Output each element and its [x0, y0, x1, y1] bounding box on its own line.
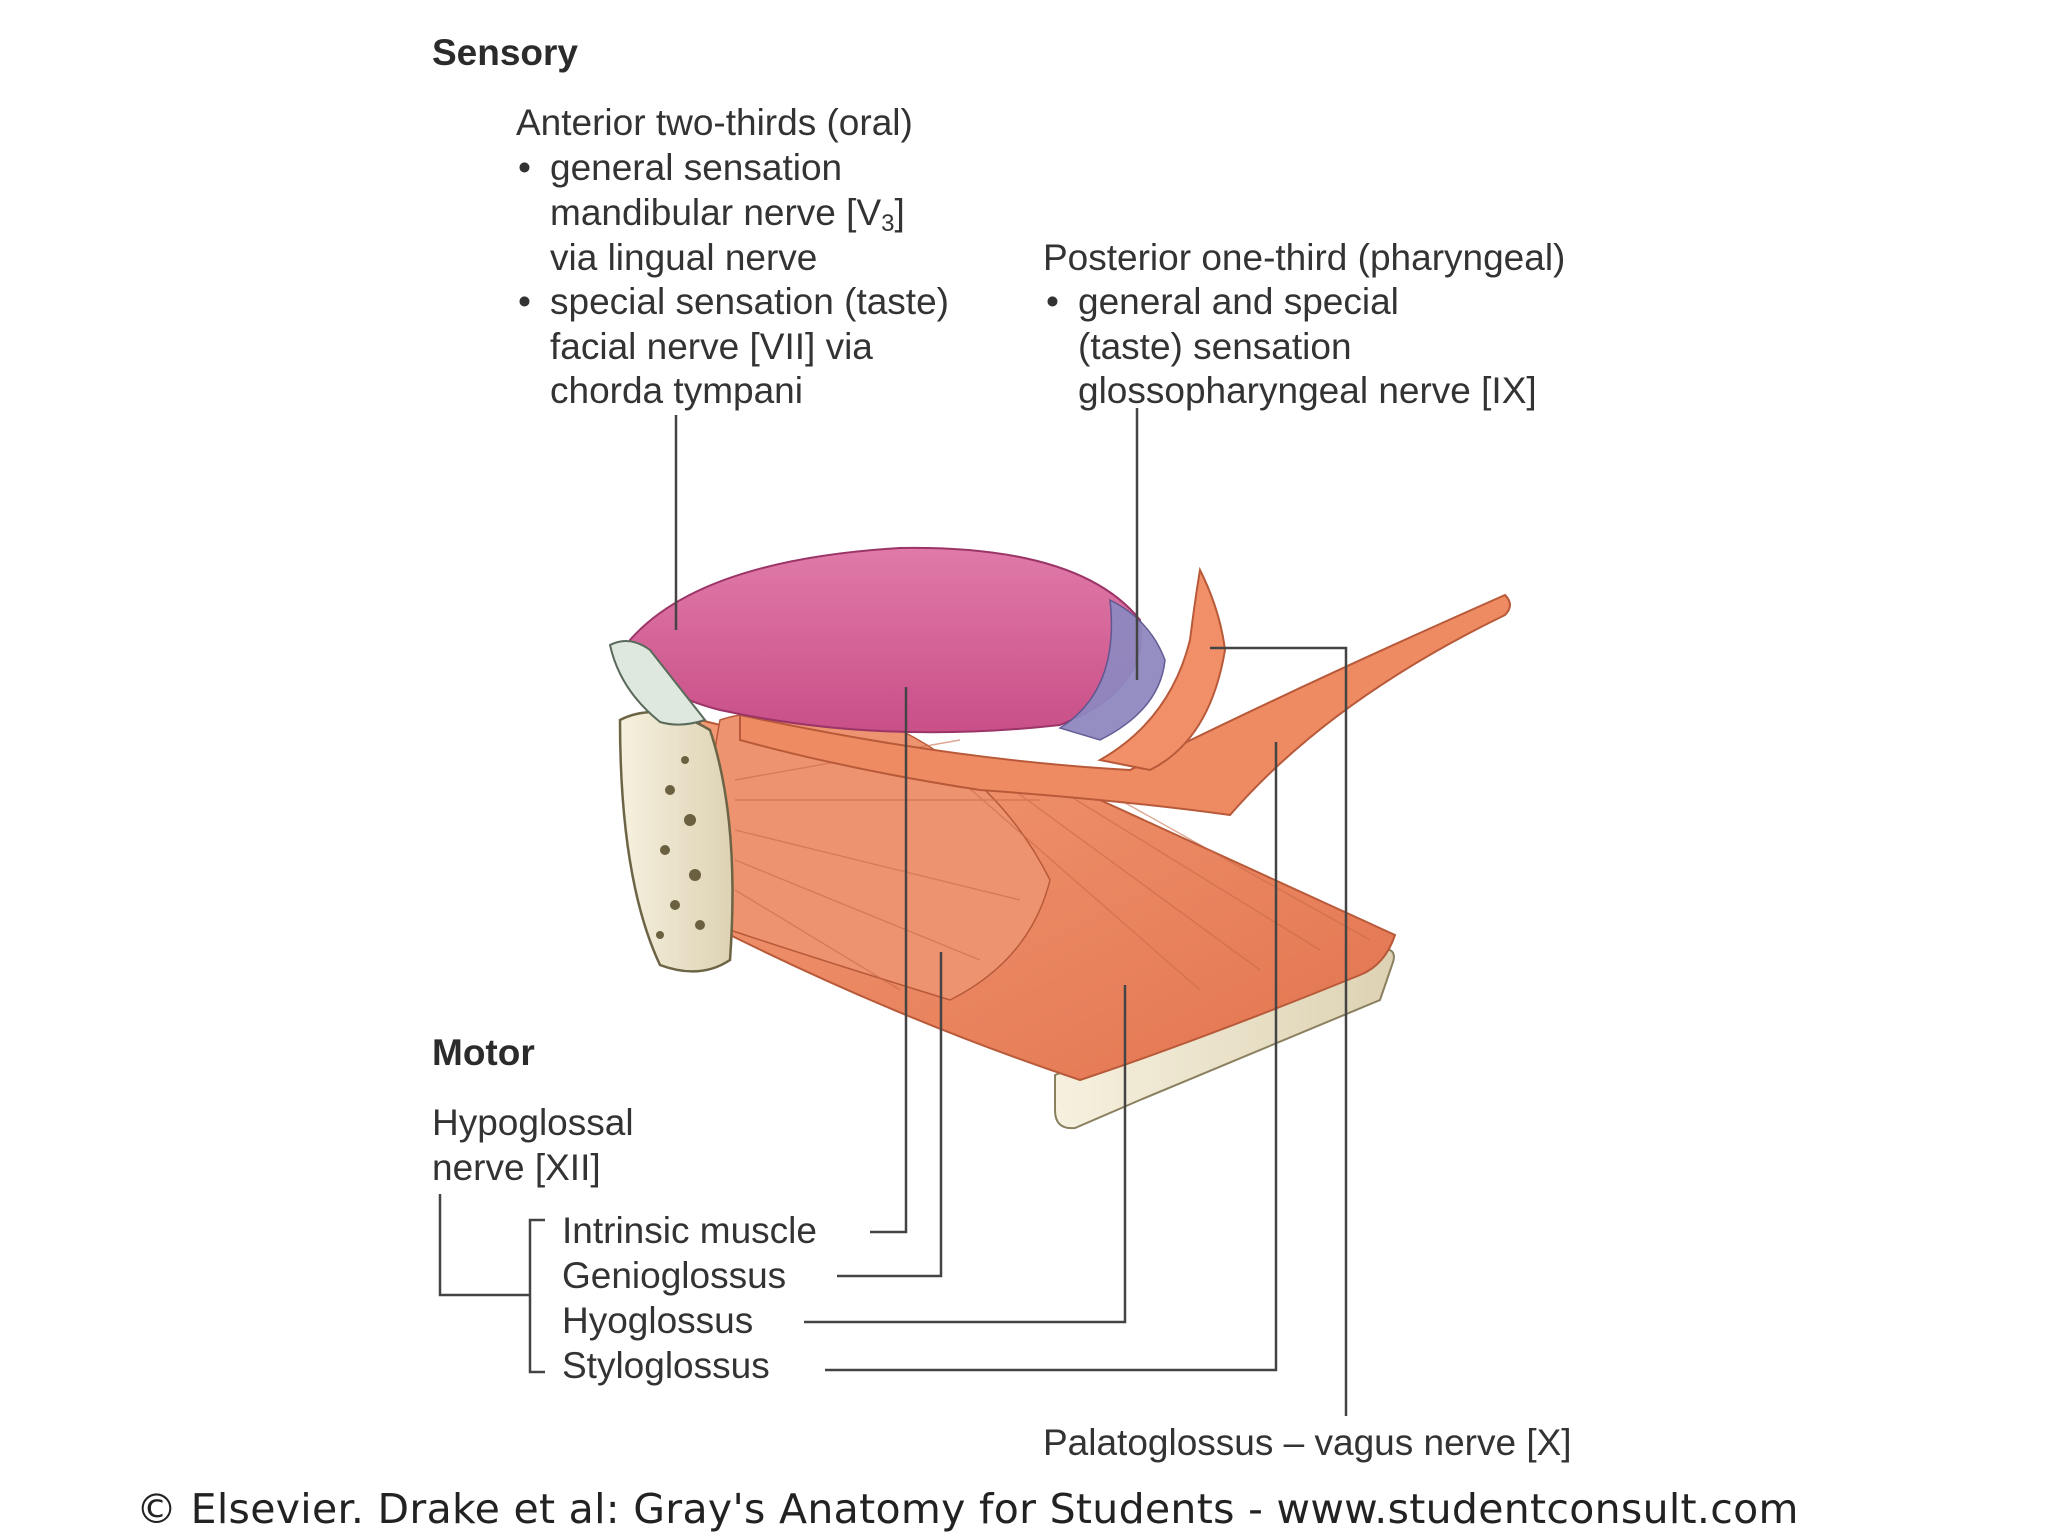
- muscle-hyoglossus: Hyoglossus: [562, 1300, 754, 1341]
- anterior-special-line-1: special sensation (taste): [518, 279, 949, 324]
- posterior-line-2: (taste) sensation: [1078, 326, 1352, 367]
- muscle-genioglossus: Genioglossus: [562, 1255, 787, 1296]
- hypoglossal-line-1: Hypoglossal: [432, 1102, 634, 1143]
- anterior-general-line-1: general sensation: [518, 145, 842, 190]
- anterior-special-line-2: facial nerve [VII] via: [550, 326, 873, 367]
- motor-heading: Motor: [432, 1032, 535, 1073]
- leader-lines: [438, 408, 1348, 1416]
- styloglossus-muscle: [739, 593, 1511, 817]
- palatoglossus-label: Palatoglossus – vagus nerve [X]: [1043, 1422, 1572, 1463]
- anterior-general-line-3: via lingual nerve: [550, 237, 818, 278]
- palatoglossus-muscle: [1097, 566, 1227, 772]
- incisor-tooth: [608, 640, 707, 726]
- posterior-title: Posterior one-third (pharyngeal): [1043, 237, 1566, 278]
- posterior-line-3: glossopharyngeal nerve [IX]: [1078, 370, 1537, 411]
- anterior-general-line-2: mandibular nerve [V3]: [550, 192, 905, 237]
- tongue-posterior-third: [1058, 598, 1166, 741]
- tongue-dorsum-anterior: [628, 546, 1142, 734]
- muscle-intrinsic: Intrinsic muscle: [562, 1210, 817, 1251]
- mandible-section: [618, 710, 734, 973]
- anterior-title: Anterior two-thirds (oral): [516, 102, 913, 143]
- hypoglossal-line-2: nerve [XII]: [432, 1147, 601, 1188]
- anterior-special-line-3: chorda tympani: [550, 370, 803, 411]
- sensory-heading: Sensory: [432, 32, 579, 73]
- copyright-credit: © Elsevier. Drake et al: Gray's Anatomy …: [136, 1485, 1799, 1533]
- posterior-line-1: general and special: [1046, 279, 1399, 324]
- muscle-styloglossus: Styloglossus: [562, 1345, 770, 1386]
